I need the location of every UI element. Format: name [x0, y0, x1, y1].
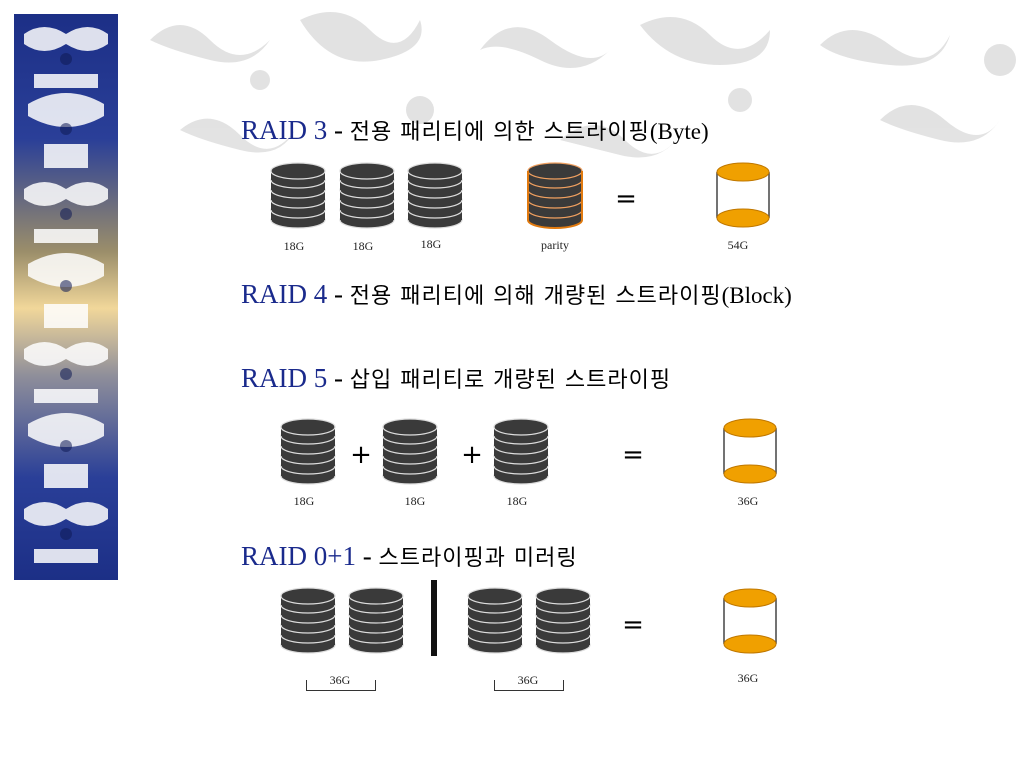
raid01-heading: RAID 0+1 - 스트라이핑과 미러링 — [241, 543, 578, 570]
raid01-description: 스트라이핑과 미러링 — [378, 546, 578, 571]
disk-icon — [280, 587, 336, 654]
disk-icon — [280, 418, 336, 485]
raid5-dash: - — [327, 363, 350, 393]
group-label: 36G — [329, 673, 351, 687]
disk-icon — [270, 162, 326, 229]
disk-icon — [535, 587, 591, 654]
raid5-heading: RAID 5 - 삽입 패리티로 개량된 스트라이핑 — [241, 365, 671, 392]
disk-label: 18G — [352, 239, 374, 253]
raid4-heading: RAID 4 - 전용 패리티에 의해 개량된 스트라이핑(Block) — [241, 281, 792, 308]
disk-icon — [467, 587, 523, 654]
background-pattern — [150, 12, 1016, 158]
raid3-description: 전용 패리티에 의한 스트라이핑 — [349, 120, 650, 145]
raid4-tail: (Block) — [721, 283, 792, 308]
disk-label: 18G — [283, 239, 305, 253]
disk-label: 18G — [404, 494, 426, 508]
raid3-heading: RAID 3 - 전용 패리티에 의한 스트라이핑(Byte) — [241, 117, 709, 144]
disk-icon — [382, 418, 438, 485]
equals-sign: = — [622, 610, 644, 640]
raid5-description: 삽입 패리티로 개량된 스트라이핑 — [349, 368, 672, 393]
result-volume-icon — [723, 588, 777, 654]
raid5-title: RAID 5 — [241, 363, 328, 393]
result-volume-icon — [716, 162, 770, 228]
raid01-title: RAID 0+1 — [241, 541, 356, 571]
raid3-tail: (Byte) — [649, 119, 709, 144]
disk-icon — [348, 587, 404, 654]
raid3-title: RAID 3 — [241, 115, 328, 145]
plus-sign: + — [461, 440, 483, 470]
raid3-dash: - — [327, 115, 350, 145]
group-label: 36G — [517, 673, 539, 687]
disk-icon — [493, 418, 549, 485]
disk-icon — [339, 162, 395, 229]
equals-sign: = — [622, 440, 644, 470]
parity-disk-icon — [527, 162, 583, 229]
raid4-description: 전용 패리티에 의해 개량된 스트라이핑 — [349, 284, 722, 309]
disk-icon — [407, 162, 463, 229]
raid01-dash: - — [355, 541, 379, 571]
disk-label: 18G — [293, 494, 315, 508]
parity-label: parity — [541, 238, 569, 252]
equals-sign: = — [615, 184, 637, 214]
disk-label: 18G — [506, 494, 528, 508]
result-label: 54G — [727, 238, 749, 252]
decorative-side-band — [14, 14, 118, 580]
plus-sign: + — [350, 440, 372, 470]
result-label: 36G — [737, 671, 759, 685]
result-label: 36G — [737, 494, 759, 508]
disk-label: 18G — [420, 237, 442, 251]
group-bracket — [494, 680, 564, 691]
group-bracket — [306, 680, 376, 691]
raid4-dash: - — [327, 279, 350, 309]
raid4-title: RAID 4 — [241, 279, 328, 309]
result-volume-icon — [723, 418, 777, 484]
mirror-divider — [431, 580, 437, 656]
